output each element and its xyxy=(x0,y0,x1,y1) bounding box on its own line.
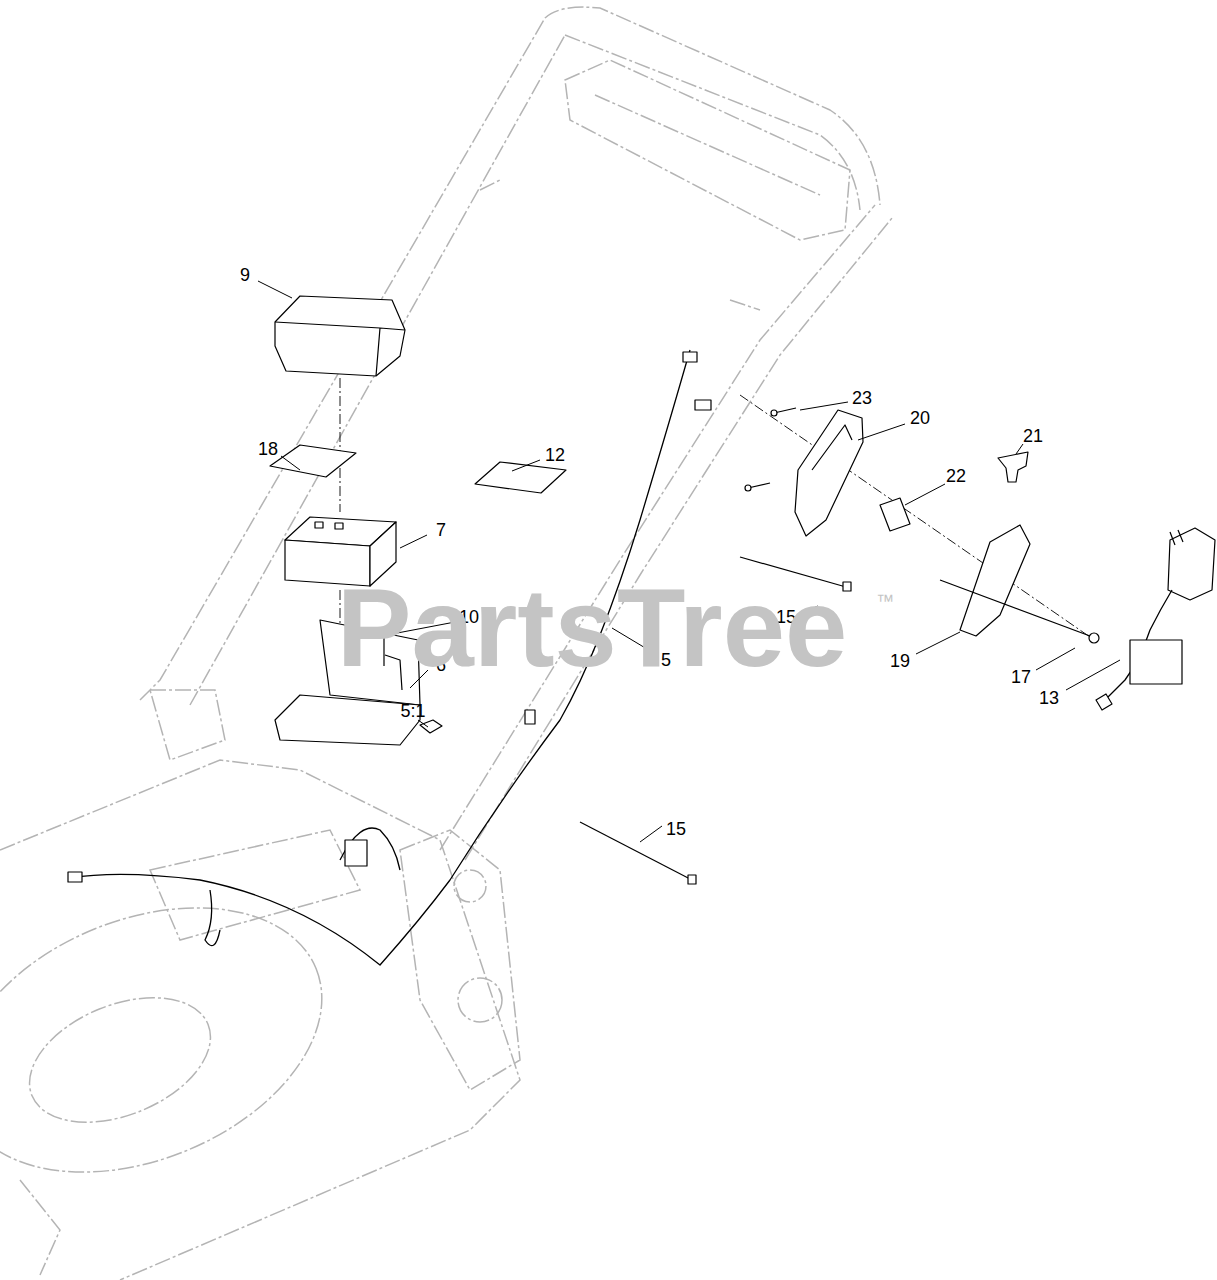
callout-number: 7 xyxy=(436,521,446,539)
leader-line xyxy=(281,456,300,470)
blade-dome xyxy=(11,973,228,1146)
screw xyxy=(771,410,777,416)
charger-tag xyxy=(1130,640,1182,684)
leader-line xyxy=(1016,444,1023,454)
leader-line xyxy=(800,402,848,410)
bolt xyxy=(940,580,1090,636)
side-plate xyxy=(400,830,520,1090)
handle-loop xyxy=(545,7,880,205)
height-knob xyxy=(454,870,486,902)
callout-number: 22 xyxy=(946,467,966,485)
battery-terminal xyxy=(335,523,343,529)
switch-bracket xyxy=(795,410,863,536)
fuse xyxy=(420,720,442,733)
handle-bracket xyxy=(150,690,225,760)
decal xyxy=(270,445,356,477)
leader-line xyxy=(640,826,662,842)
callout-number: 19 xyxy=(890,652,910,670)
wire-clip xyxy=(525,710,535,724)
switch-bracket xyxy=(812,425,852,470)
bail-bar xyxy=(595,95,820,195)
leader-line xyxy=(1066,660,1120,690)
handle-grip xyxy=(565,60,850,240)
trademark-sign: ™ xyxy=(876,592,894,610)
handle-knob xyxy=(480,180,760,310)
leader-line xyxy=(1036,648,1075,670)
battery-cover xyxy=(275,296,405,376)
connector xyxy=(695,400,711,410)
callout-number: 20 xyxy=(910,409,930,427)
battery-terminal xyxy=(315,522,323,528)
wire-harness xyxy=(205,890,220,946)
leader-line xyxy=(858,424,905,440)
deck-plate xyxy=(150,830,360,940)
charger xyxy=(1168,528,1215,600)
connector xyxy=(683,352,697,362)
wire-harness xyxy=(340,828,400,870)
callout-number: 23 xyxy=(852,389,872,407)
leader-line xyxy=(905,484,945,505)
leader-line xyxy=(418,720,428,727)
mower-deck xyxy=(0,760,520,1280)
callout-number: 17 xyxy=(1011,668,1031,686)
assembly-axis xyxy=(340,378,341,512)
handle-loop xyxy=(565,35,860,210)
callout-number: 18 xyxy=(258,440,278,458)
cable-tie xyxy=(688,875,696,884)
key-knob xyxy=(998,452,1028,482)
key-housing xyxy=(960,525,1030,636)
watermark: PartsTree xyxy=(337,572,848,684)
bolt xyxy=(1089,633,1099,643)
callout-number: 15 xyxy=(666,820,686,838)
callout-number: 9 xyxy=(240,266,250,284)
leader-line xyxy=(512,460,540,471)
leader-line xyxy=(258,281,292,298)
connector xyxy=(68,872,82,882)
switch xyxy=(880,498,910,531)
callout-number: 12 xyxy=(545,446,565,464)
battery-cover xyxy=(275,322,405,376)
decal xyxy=(475,462,566,493)
leader-line xyxy=(916,632,960,654)
callout-number: 21 xyxy=(1023,427,1043,445)
battery-tray xyxy=(275,695,420,745)
charger-plug xyxy=(1096,694,1112,710)
screw xyxy=(745,485,751,491)
callout-number: 13 xyxy=(1039,689,1059,707)
deck-edge xyxy=(20,1180,60,1275)
leader-line xyxy=(400,535,427,548)
charger-prong xyxy=(1170,530,1183,545)
handle-rail xyxy=(440,205,875,850)
callout-number: 5:1 xyxy=(400,702,425,720)
handle-rail xyxy=(465,218,892,860)
wheel-hub xyxy=(458,978,502,1022)
connector xyxy=(345,840,367,866)
deck-housing xyxy=(0,858,361,1223)
